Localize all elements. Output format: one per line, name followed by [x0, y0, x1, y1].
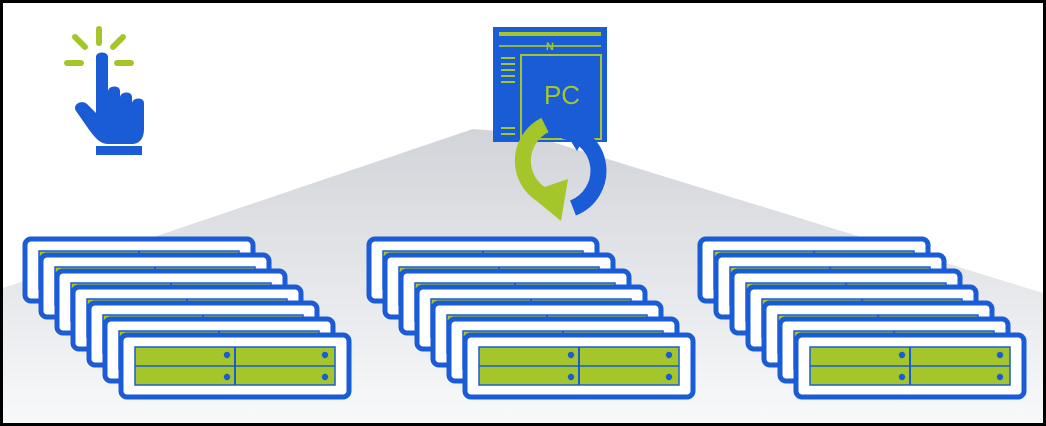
pc-header-glyph: N	[546, 41, 554, 53]
pc-window-icon	[493, 27, 607, 142]
diagram-frame: N PC	[3, 3, 1043, 423]
server-stack-left	[22, 236, 352, 400]
pc-label: PC	[543, 80, 581, 110]
server-stack-center	[366, 236, 696, 400]
server-unit	[118, 332, 352, 400]
diagram-canvas: N	[3, 26, 1043, 423]
server-unit	[462, 332, 696, 400]
server-unit	[793, 332, 1027, 400]
server-stacks	[22, 236, 1027, 400]
server-stack-right	[697, 236, 1027, 400]
sync-arrows-icon	[514, 115, 607, 221]
pointing-hand-icon	[64, 26, 144, 155]
